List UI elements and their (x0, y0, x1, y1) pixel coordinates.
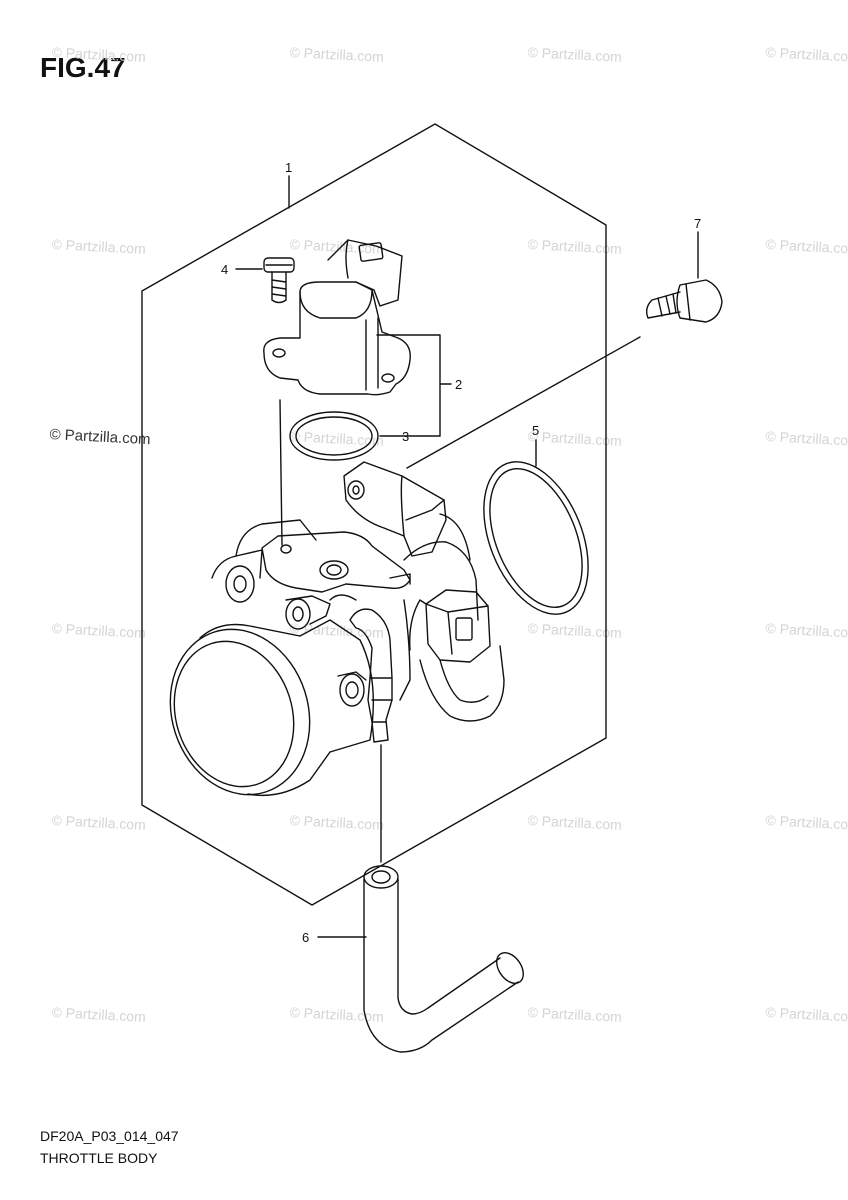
callout-2: 2 (455, 377, 462, 392)
leader-line-2 (376, 334, 452, 385)
figure-title: FIG.47 (40, 52, 126, 83)
hose-part-6 (363, 865, 524, 1053)
diagram-name: THROTTLE BODY (40, 1150, 158, 1166)
diagram-code: DF20A_P03_014_047 (40, 1128, 179, 1144)
screw-part-4 (263, 257, 295, 304)
bolt-part-7 (645, 279, 723, 323)
o-ring-part-5 (483, 461, 589, 615)
throttle-body-part-1 (169, 461, 505, 797)
callout-7: 7 (694, 216, 701, 231)
o-ring-part-3 (289, 411, 379, 461)
callout-1: 1 (285, 160, 292, 175)
assembly-outline (141, 123, 607, 906)
callout-3: 3 (402, 429, 409, 444)
callout-6: 6 (302, 930, 309, 945)
leader-line-screw (279, 399, 283, 546)
sensor-part-2 (263, 239, 411, 396)
callout-5: 5 (532, 423, 539, 438)
leader-line-7-diag (406, 336, 641, 469)
callout-4: 4 (221, 262, 228, 277)
